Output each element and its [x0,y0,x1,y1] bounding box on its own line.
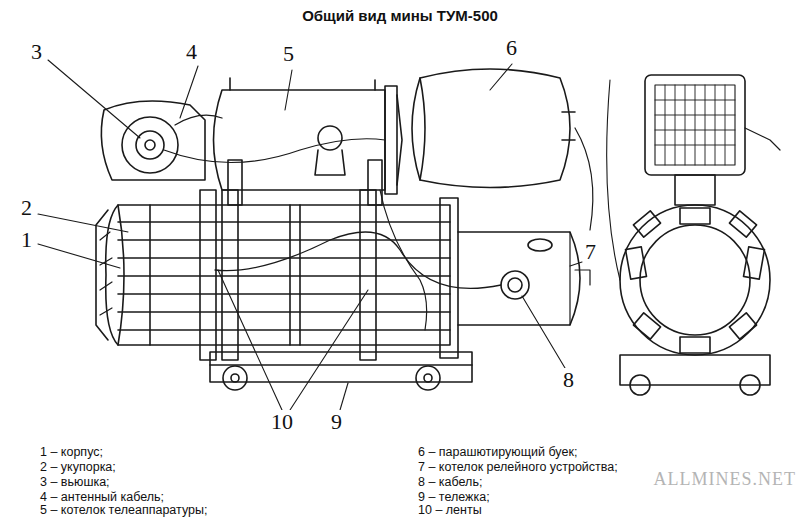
legend-entry: 9 – тележка; [418,491,490,505]
callout-number: 4 [185,40,198,64]
callout-number: 7 [584,240,597,264]
telemetry-pot [214,90,386,190]
callout-number: 1 [20,228,33,252]
legend-entry: 3 – вьюшка; [40,476,110,490]
callout-number: 10 [270,410,294,434]
legend-entry: 1 – корпус; [40,446,103,460]
end-view [607,75,780,395]
callout-number: 9 [330,410,343,434]
band [222,190,238,360]
legend-entry: 2 – укупорка; [40,461,116,475]
legend-entry: 7 – котелок релейного устройства; [418,461,618,475]
callout-number: 6 [505,36,518,60]
callout-number: 5 [282,42,295,66]
body-end [118,205,124,345]
legend-entry: 4 – антенный кабель; [40,491,164,505]
legend-entry: 10 – ленты [418,504,482,518]
reel [101,101,205,180]
legend-entry: 6 – парашютирующий буек; [418,446,577,460]
band [200,190,216,360]
buoy [412,69,570,188]
band [360,190,376,360]
cap [96,210,108,340]
cable-coil [501,271,529,299]
callout-number: 2 [20,196,33,220]
callout-number: 3 [30,40,43,64]
callout-number: 8 [562,368,575,392]
body-hull [106,205,450,345]
antenna-cable [175,115,222,125]
leader-lines [38,60,582,410]
legend-entry: 8 – кабель; [418,476,482,490]
diagram-title: Общий вид мины ТУМ-500 [302,8,498,25]
relay-pot [458,232,580,325]
band [440,198,458,358]
watermark: ALLMINES.NET [654,470,796,490]
legend-entry: 5 – котелок телеаппаратуры; [40,504,207,518]
